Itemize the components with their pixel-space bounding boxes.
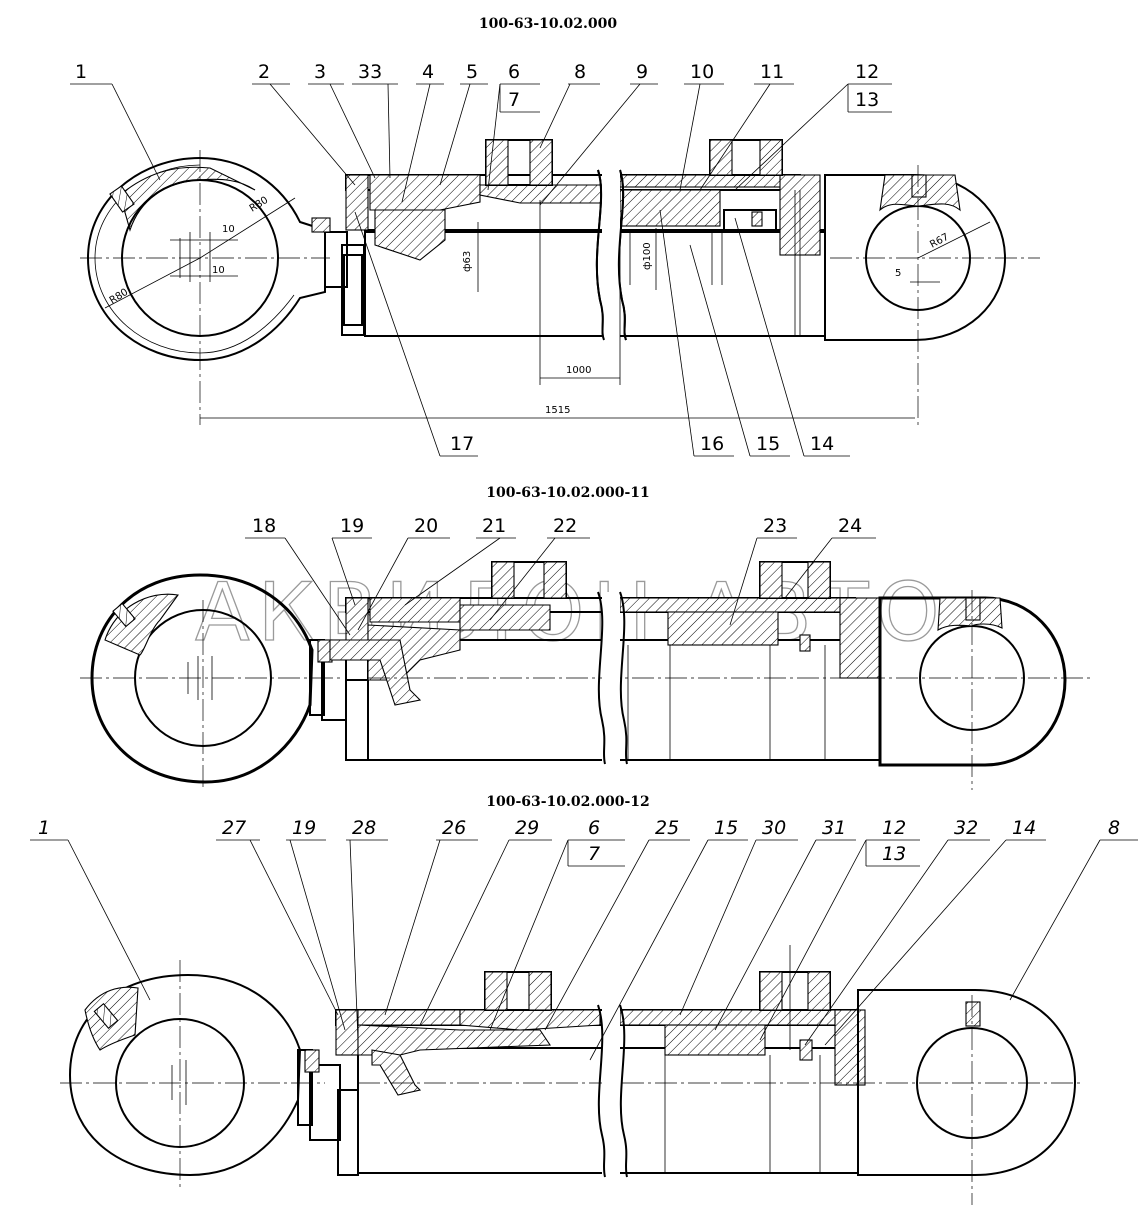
- bottom-callout-7: 7: [588, 843, 600, 865]
- top-left-eye: R80 R80 10 10: [80, 150, 365, 425]
- bottom-callout-32: 32: [954, 817, 978, 839]
- callout-18: 18: [252, 515, 276, 537]
- callout-17: 17: [450, 433, 474, 455]
- bottom-callout-13: 13: [882, 843, 906, 865]
- dim-d100: ф100: [642, 242, 653, 270]
- bottom-callouts: 1 27 19 28 26 29 6 7 25 15 30 31 12: [30, 817, 1138, 1061]
- callout-23: 23: [763, 515, 787, 537]
- callout-9: 9: [636, 61, 648, 83]
- middle-cylinder-body: [329, 561, 1090, 765]
- dim-d63: ф63: [462, 251, 473, 272]
- bottom-callout-30: 30: [762, 817, 786, 839]
- dim-1000: 1000: [566, 365, 591, 376]
- dim-five: 5: [895, 268, 901, 279]
- bottom-callout-28: 28: [352, 817, 376, 839]
- middle-title: 100-63-10.02.000-11: [486, 485, 650, 501]
- top-dimension-lines: 1000 1515: [200, 200, 915, 419]
- callout-1: 1: [75, 61, 87, 83]
- dim-ten-upper: 10: [222, 224, 235, 235]
- callout-2: 2: [258, 61, 270, 83]
- callout-12: 12: [855, 61, 879, 83]
- bottom-callout-25: 25: [655, 817, 679, 839]
- top-title: 100-63-10.02.000: [479, 16, 618, 32]
- top-cylinder-body: ф63 ф100: [345, 139, 826, 343]
- bottom-callout-1: 1: [38, 817, 50, 839]
- callout-16: 16: [700, 433, 724, 455]
- dim-r80-upper: R80: [248, 195, 271, 215]
- callout-15: 15: [756, 433, 780, 455]
- top-right-eye: R67 5: [824, 165, 1040, 425]
- callout-21: 21: [482, 515, 506, 537]
- callout-7: 7: [508, 89, 520, 111]
- bottom-title: 100-63-10.02.000-12: [486, 794, 650, 810]
- callout-6: 6: [508, 61, 520, 83]
- bottom-callout-29: 29: [515, 817, 539, 839]
- top-view: 100-63-10.02.000 R80 R80 10 10: [70, 16, 1040, 457]
- bottom-callout-15: 15: [714, 817, 738, 839]
- dim-r67: R67: [928, 232, 951, 251]
- callout-33: 33: [358, 61, 382, 83]
- callout-24: 24: [838, 515, 862, 537]
- callout-10: 10: [690, 61, 714, 83]
- dim-1515: 1515: [545, 405, 570, 416]
- callout-4: 4: [422, 61, 434, 83]
- middle-right-eye: [878, 590, 1067, 790]
- bottom-callout-19: 19: [292, 817, 316, 839]
- bottom-callout-26: 26: [442, 817, 466, 839]
- dim-ten-lower: 10: [212, 265, 225, 276]
- bottom-right-eye: [857, 989, 1077, 1205]
- callout-11: 11: [760, 61, 784, 83]
- bottom-callout-14: 14: [1012, 817, 1036, 839]
- callout-8: 8: [574, 61, 586, 83]
- callout-22: 22: [553, 515, 577, 537]
- bottom-callout-12: 12: [882, 817, 906, 839]
- middle-callouts: 18 19 20 21 22 23 24: [245, 515, 876, 636]
- bottom-callout-8: 8: [1108, 817, 1120, 839]
- callout-19: 19: [340, 515, 364, 537]
- dim-r80-lower: R80: [108, 287, 131, 307]
- bottom-cylinder-body: [335, 945, 1080, 1178]
- bottom-view: 100-63-10.02.000-12: [30, 794, 1138, 1205]
- bottom-callout-31: 31: [822, 817, 846, 839]
- bottom-callout-6: 6: [588, 817, 600, 839]
- middle-view: 100-63-10.02.000-11: [80, 485, 1090, 790]
- callout-14: 14: [810, 433, 834, 455]
- top-callouts: 1 2 3 33 4 5 6 7 8 9 10 11 12 1: [70, 61, 892, 457]
- callout-20: 20: [414, 515, 438, 537]
- bottom-callout-27: 27: [222, 817, 246, 839]
- callout-5: 5: [466, 61, 478, 83]
- middle-left-eye: [80, 573, 369, 790]
- bottom-left-eye: [60, 960, 359, 1190]
- callout-3: 3: [314, 61, 326, 83]
- callout-13: 13: [855, 89, 879, 111]
